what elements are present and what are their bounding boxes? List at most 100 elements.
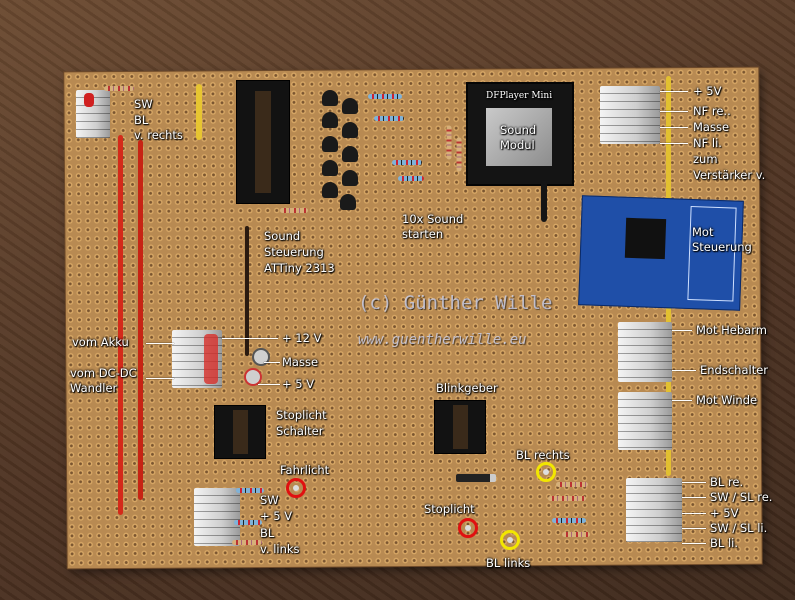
terminal-post bbox=[252, 348, 270, 366]
label-stoplicht: Stoplicht bbox=[424, 502, 475, 516]
resistor bbox=[280, 208, 308, 213]
transistor bbox=[322, 112, 338, 128]
label-mot-hebarm: Mot Hebarm bbox=[696, 323, 767, 337]
label-plus5v-mid: + 5 V bbox=[282, 377, 315, 391]
resistor bbox=[398, 176, 424, 181]
black-wire bbox=[541, 180, 547, 222]
resistor bbox=[392, 160, 422, 165]
arrow bbox=[146, 378, 174, 379]
label-bl-links: BL links bbox=[486, 556, 531, 570]
stoplicht-socket bbox=[214, 405, 266, 459]
header-top-right bbox=[600, 86, 660, 144]
arrow bbox=[258, 384, 280, 385]
label-endschalter: Endschalter bbox=[700, 363, 769, 377]
sd-card-slot bbox=[486, 108, 552, 166]
transistor bbox=[342, 146, 358, 162]
watermark-name: (c) Günther Wille bbox=[358, 292, 553, 314]
arrow bbox=[660, 91, 688, 92]
red-wire-mark bbox=[204, 334, 218, 384]
label-bl-re: BL re. bbox=[710, 475, 744, 489]
label-nf-li: NF li. bbox=[693, 136, 722, 150]
label-sound-steuerung-3: ATTiny 2313 bbox=[264, 261, 335, 275]
resistor bbox=[368, 94, 402, 99]
label-sound-modul-2: Modul bbox=[500, 138, 535, 152]
label-bl-li: BL li. bbox=[710, 536, 738, 550]
stoplicht-ring bbox=[458, 518, 478, 538]
label-sound-steuerung-2: Steuerung bbox=[264, 245, 324, 259]
label-zum: zum bbox=[693, 152, 718, 166]
transistor bbox=[340, 194, 356, 210]
arrow bbox=[146, 343, 174, 344]
resistor bbox=[104, 86, 134, 91]
label-sound-starten-1: 10x Sound bbox=[402, 212, 464, 226]
label-masse-mid: Masse bbox=[282, 355, 319, 369]
header-mot-winde bbox=[618, 392, 672, 450]
label-bl-top: BL bbox=[134, 113, 149, 127]
transistor bbox=[322, 136, 338, 152]
label-vom-dcdc-2: Wandler bbox=[70, 381, 118, 395]
label-plus12v: + 12 V bbox=[282, 331, 322, 345]
label-sound-steuerung-1: Sound bbox=[264, 229, 301, 243]
arrow bbox=[672, 400, 692, 401]
resistor bbox=[552, 518, 586, 523]
label-nf-re: NF re.. bbox=[693, 104, 731, 118]
fahrlicht-ring bbox=[286, 478, 306, 498]
label-bl-rechts: BL rechts bbox=[516, 448, 570, 462]
red-wire-long-right bbox=[138, 140, 143, 500]
label-sw-bottom: SW bbox=[260, 493, 279, 507]
arrow bbox=[660, 127, 688, 128]
resistor bbox=[456, 137, 462, 172]
header-bottom-left bbox=[194, 488, 240, 546]
label-masse-top: Masse bbox=[693, 120, 730, 134]
arrow bbox=[682, 513, 706, 514]
label-sw-top: SW bbox=[134, 97, 153, 111]
label-plus5v-bottom: + 5 V bbox=[260, 509, 293, 523]
label-fahrlicht: Fahrlicht bbox=[280, 463, 330, 477]
red-wire-long-left bbox=[118, 135, 123, 515]
label-stoplicht-schalter-1: Stoplicht bbox=[276, 408, 327, 422]
transistor bbox=[322, 90, 338, 106]
arrow bbox=[682, 528, 706, 529]
resistor bbox=[234, 520, 262, 525]
arrow bbox=[660, 111, 688, 112]
resistor bbox=[548, 496, 586, 501]
label-mot-steuerung-1: Mot bbox=[692, 225, 714, 239]
resistor bbox=[562, 532, 590, 537]
label-sw-sl-li: SW / SL li. bbox=[710, 521, 768, 535]
label-mot-steuerung-2: Steuerung bbox=[692, 240, 752, 254]
yellow-wire-top bbox=[196, 84, 202, 140]
label-blinkgeber: Blinkgeber bbox=[436, 381, 498, 395]
label-stoplicht-schalter-2: Schalter bbox=[276, 424, 324, 438]
dfplayer-module: DFPlayer Mini bbox=[466, 82, 574, 186]
terminal-post bbox=[244, 368, 262, 386]
label-vom-dcdc-1: vom DC-DC bbox=[70, 366, 137, 380]
red-wire-mark bbox=[84, 93, 94, 107]
transistor bbox=[342, 122, 358, 138]
label-sound-modul-1: Sound bbox=[500, 123, 537, 137]
watermark-url: www.guentherwille.eu bbox=[358, 332, 527, 348]
label-plus5v-top: + 5V bbox=[693, 84, 722, 98]
driver-chip bbox=[624, 217, 667, 260]
label-bl-bottom: BL bbox=[260, 526, 275, 540]
label-plus5v-right: + 5V bbox=[710, 506, 739, 520]
label-sound-starten-2: starten bbox=[402, 227, 444, 241]
bl-rechts-ring bbox=[536, 462, 556, 482]
arrow bbox=[682, 482, 706, 483]
blinkgeber-socket bbox=[434, 400, 486, 454]
resistor bbox=[374, 116, 404, 121]
diode bbox=[456, 474, 496, 482]
resistor bbox=[556, 482, 588, 487]
transistor bbox=[322, 182, 338, 198]
transistor bbox=[342, 98, 358, 114]
brown-wire bbox=[245, 226, 249, 356]
arrow bbox=[672, 370, 696, 371]
resistor bbox=[232, 540, 262, 545]
label-sw-sl-re: SW / SL re. bbox=[710, 490, 773, 504]
attiny-socket bbox=[236, 80, 290, 204]
arrow bbox=[672, 330, 692, 331]
transistor bbox=[322, 160, 338, 176]
header-mot-hebarm bbox=[618, 322, 672, 382]
label-vrechts-top: v. rechts bbox=[134, 128, 183, 142]
resistor bbox=[446, 125, 452, 160]
arrow bbox=[682, 497, 706, 498]
